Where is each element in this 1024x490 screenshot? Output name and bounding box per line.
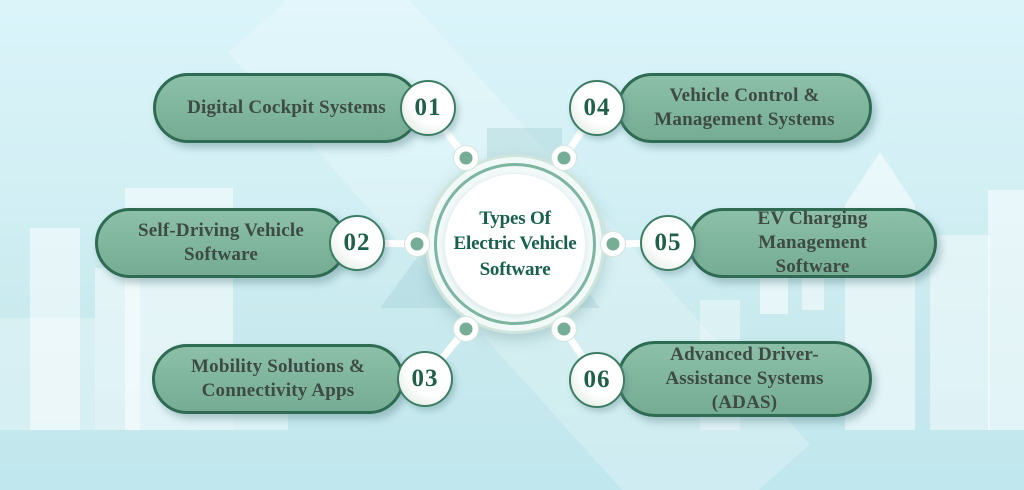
connector-dot	[404, 231, 430, 257]
connector-dot	[453, 145, 479, 171]
item-label: Vehicle Control & Management Systems	[654, 85, 835, 130]
item-number: 03	[411, 365, 439, 392]
item-pill-mobility-solutions: Mobility Solutions & Connectivity Apps	[152, 344, 404, 414]
item-pill-vehicle-control: Vehicle Control & Management Systems	[617, 73, 872, 143]
item-number: 01	[414, 94, 442, 121]
item-number-badge-01: 01	[400, 80, 456, 136]
item-pill-self-driving: Self-Driving Vehicle Software	[95, 208, 347, 278]
connector-dot	[551, 145, 577, 171]
center-circle-inner: Types Of Electric Vehicle Software	[445, 174, 585, 314]
item-number: 05	[654, 229, 682, 256]
item-label: Advanced Driver-Assistance Systems (ADAS…	[665, 344, 824, 413]
center-title-line: Types Of	[479, 208, 551, 230]
connector-dot	[453, 316, 479, 342]
item-number-badge-06: 06	[569, 352, 625, 408]
building-silhouette	[30, 228, 80, 430]
item-label: Mobility Solutions & Connectivity Apps	[191, 356, 365, 401]
item-label: Digital Cockpit Systems	[187, 97, 386, 119]
item-number-badge-04: 04	[569, 80, 625, 136]
item-pill-ev-charging: EV Charging Management Software	[688, 208, 937, 278]
item-label: EV Charging Management Software	[757, 208, 868, 277]
item-label: Self-Driving Vehicle Software	[137, 220, 305, 265]
connector-dot	[551, 316, 577, 342]
item-number-badge-03: 03	[397, 351, 453, 407]
building-silhouette	[930, 235, 990, 430]
center-title-line: Electric Vehicle	[453, 233, 577, 255]
building-silhouette	[988, 190, 1024, 430]
item-number: 04	[583, 94, 611, 121]
item-number-badge-05: 05	[640, 215, 696, 271]
center-title-line: Software	[479, 258, 551, 280]
item-number: 02	[343, 229, 371, 256]
item-pill-digital-cockpit: Digital Cockpit Systems	[153, 73, 420, 143]
center-circle-ring	[434, 163, 596, 325]
connector-dot	[600, 231, 626, 257]
item-number-badge-02: 02	[329, 215, 385, 271]
item-pill-adas: Advanced Driver-Assistance Systems (ADAS…	[617, 341, 872, 417]
item-number: 06	[583, 366, 611, 393]
